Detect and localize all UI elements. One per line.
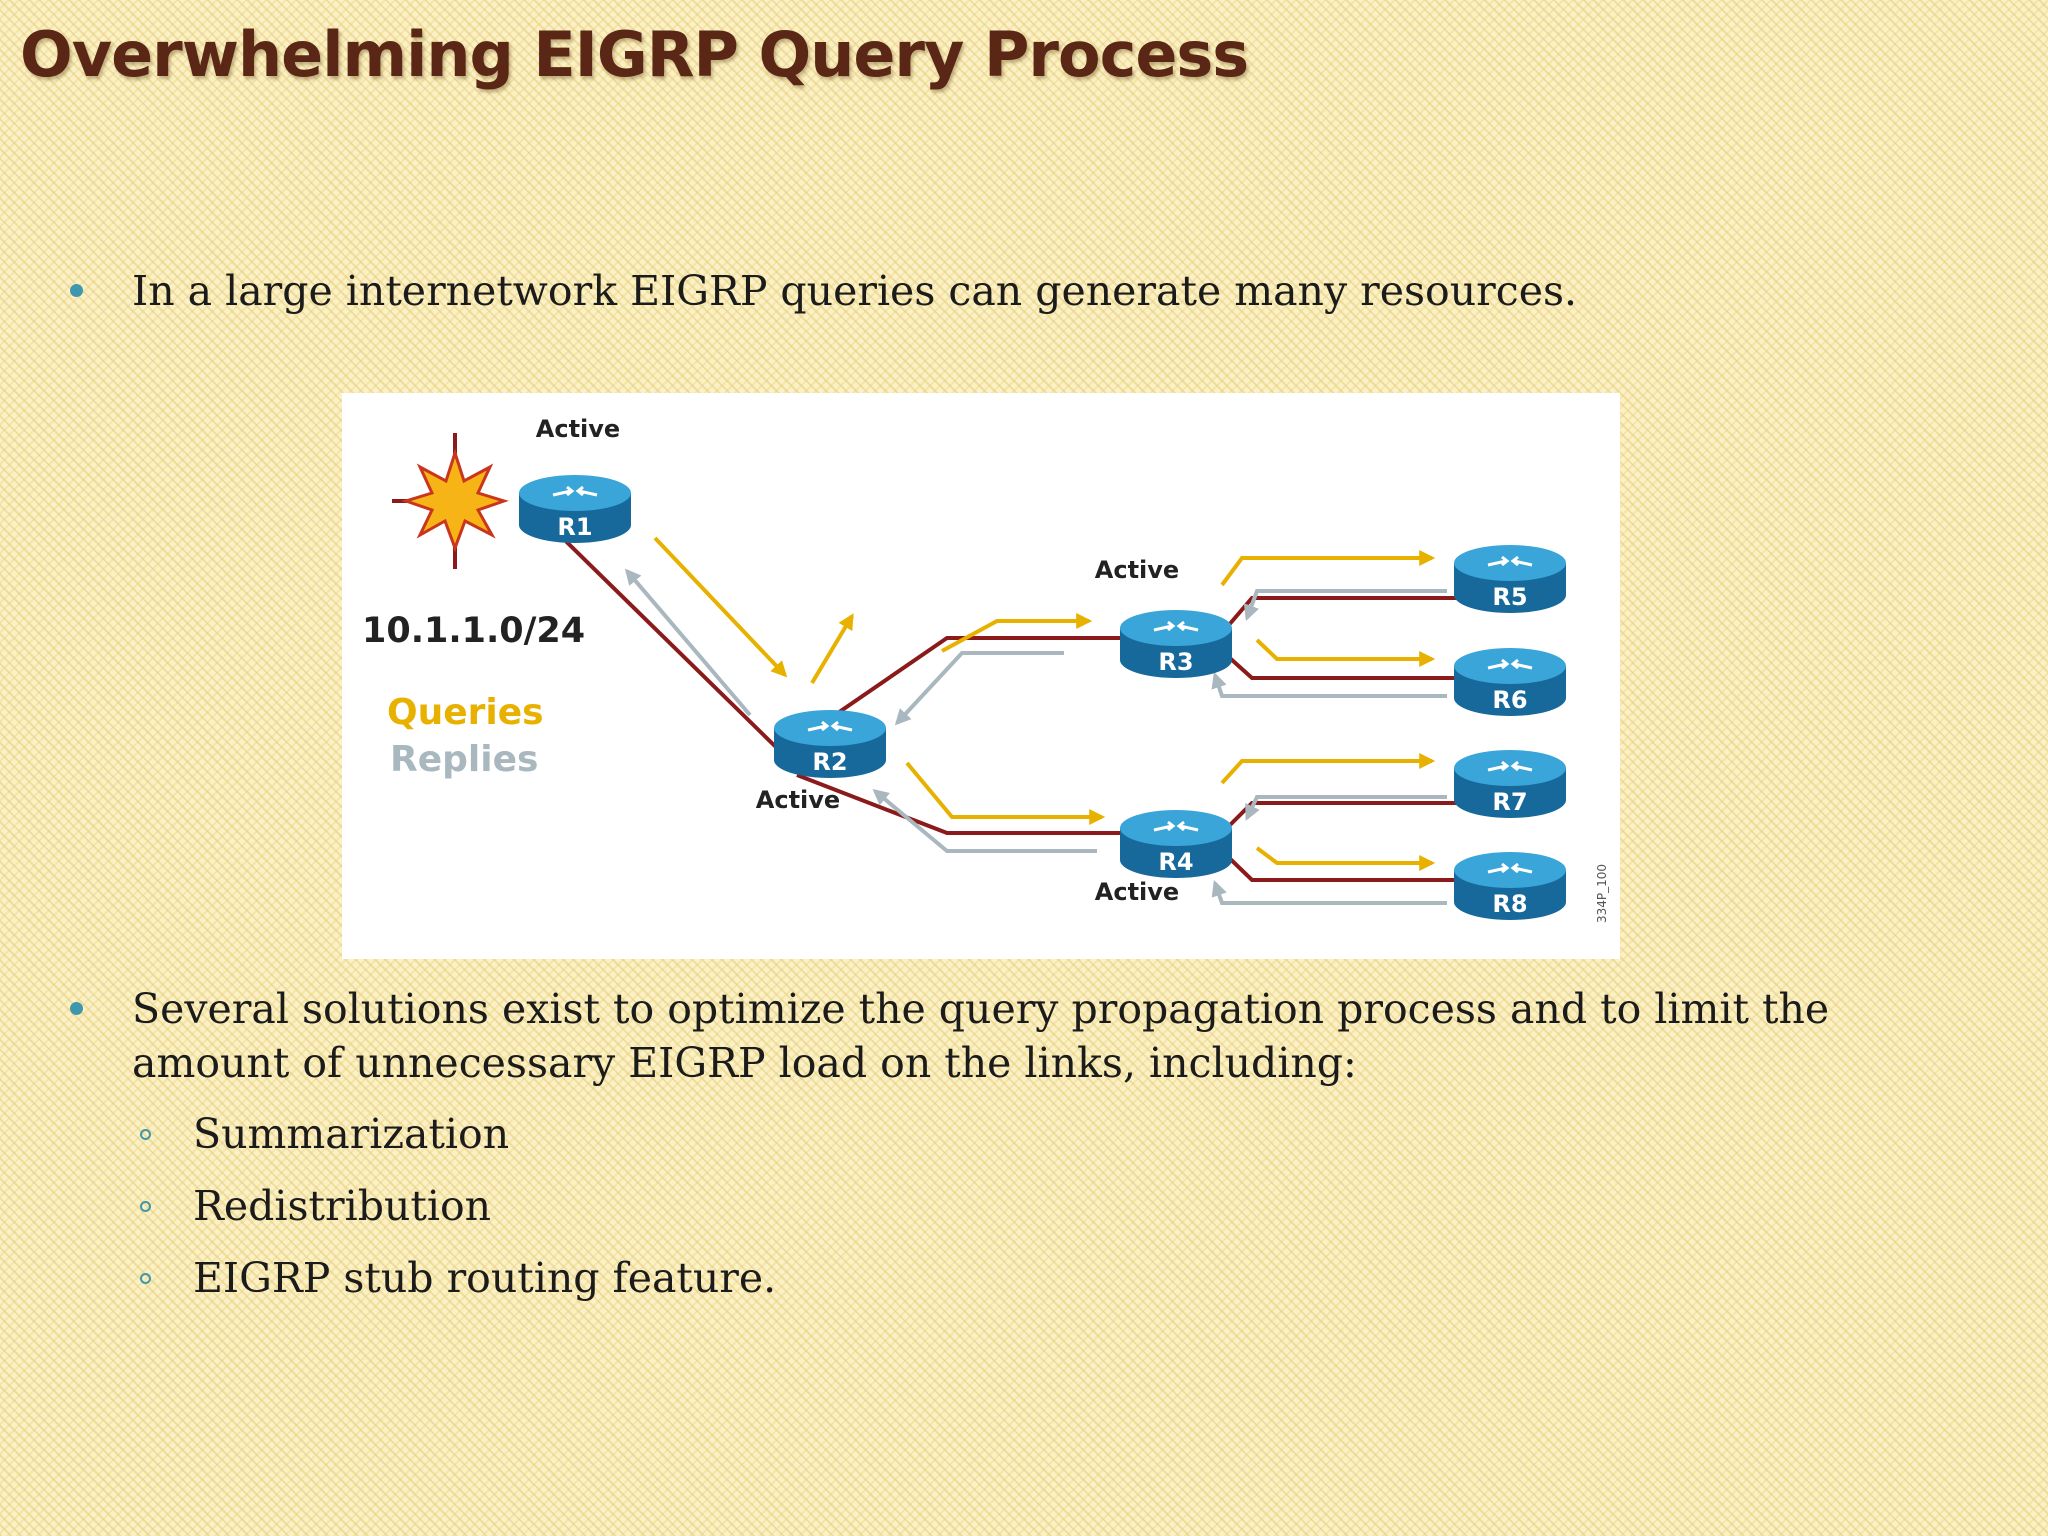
link-failure-icon bbox=[401, 433, 509, 569]
router-r3-state: Active bbox=[1095, 556, 1179, 584]
sub-bullet-text: Summarization bbox=[193, 1110, 510, 1158]
sub-bullet-item: Redistribution bbox=[140, 1179, 491, 1233]
sub-bullet-ring-icon bbox=[140, 1273, 151, 1284]
router-r5-label: R5 bbox=[1492, 583, 1527, 611]
bullet-text: Several solutions exist to optimize the … bbox=[132, 985, 1830, 1087]
router-r1-state: Active bbox=[536, 415, 620, 443]
sub-bullet-text: EIGRP stub routing feature. bbox=[193, 1254, 777, 1302]
router-r7-label: R7 bbox=[1492, 788, 1527, 816]
router-r1-icon: R1 bbox=[519, 475, 631, 543]
network-prefix-label: 10.1.1.0/24 bbox=[362, 611, 585, 651]
bullet-item: Several solutions exist to optimize the … bbox=[70, 982, 1970, 1090]
bullet-dot-icon bbox=[70, 284, 83, 297]
router-r8-label: R8 bbox=[1492, 890, 1527, 918]
router-r2-state: Active bbox=[756, 786, 840, 814]
router-r3-label: R3 bbox=[1158, 648, 1193, 676]
legend-queries: Queries bbox=[387, 692, 544, 733]
bullet-item: In a large internetwork EIGRP queries ca… bbox=[70, 264, 1970, 318]
router-r1-label: R1 bbox=[557, 513, 592, 541]
router-r6-icon: R6 bbox=[1454, 648, 1566, 716]
router-r2-icon: R2 bbox=[774, 710, 886, 778]
eigrp-query-diagram: R1 R2 R3 R4 R5 bbox=[342, 393, 1620, 959]
bullet-dot-icon bbox=[70, 1002, 83, 1015]
router-r5-icon: R5 bbox=[1454, 545, 1566, 613]
reply-arrows bbox=[624, 568, 1447, 905]
router-r4-label: R4 bbox=[1158, 848, 1193, 876]
sub-bullet-item: EIGRP stub routing feature. bbox=[140, 1251, 776, 1305]
slide-title: Overwhelming EIGRP Query Process bbox=[20, 18, 1249, 91]
bullet-text: In a large internetwork EIGRP queries ca… bbox=[132, 267, 1578, 315]
sub-bullet-ring-icon bbox=[140, 1129, 151, 1140]
router-r7-icon: R7 bbox=[1454, 750, 1566, 818]
router-r4-state: Active bbox=[1095, 878, 1179, 906]
router-r3-icon: R3 bbox=[1120, 610, 1232, 678]
router-r6-label: R6 bbox=[1492, 686, 1527, 714]
router-r8-icon: R8 bbox=[1454, 852, 1566, 920]
sub-bullet-item: Summarization bbox=[140, 1107, 509, 1161]
sub-bullet-ring-icon bbox=[140, 1201, 151, 1212]
router-r2-label: R2 bbox=[812, 748, 847, 776]
legend-replies: Replies bbox=[390, 739, 538, 780]
query-arrows bbox=[653, 536, 1436, 871]
figure-id: 334P_100 bbox=[1595, 864, 1609, 923]
router-r4-icon: R4 bbox=[1120, 810, 1232, 878]
sub-bullet-text: Redistribution bbox=[193, 1182, 492, 1230]
